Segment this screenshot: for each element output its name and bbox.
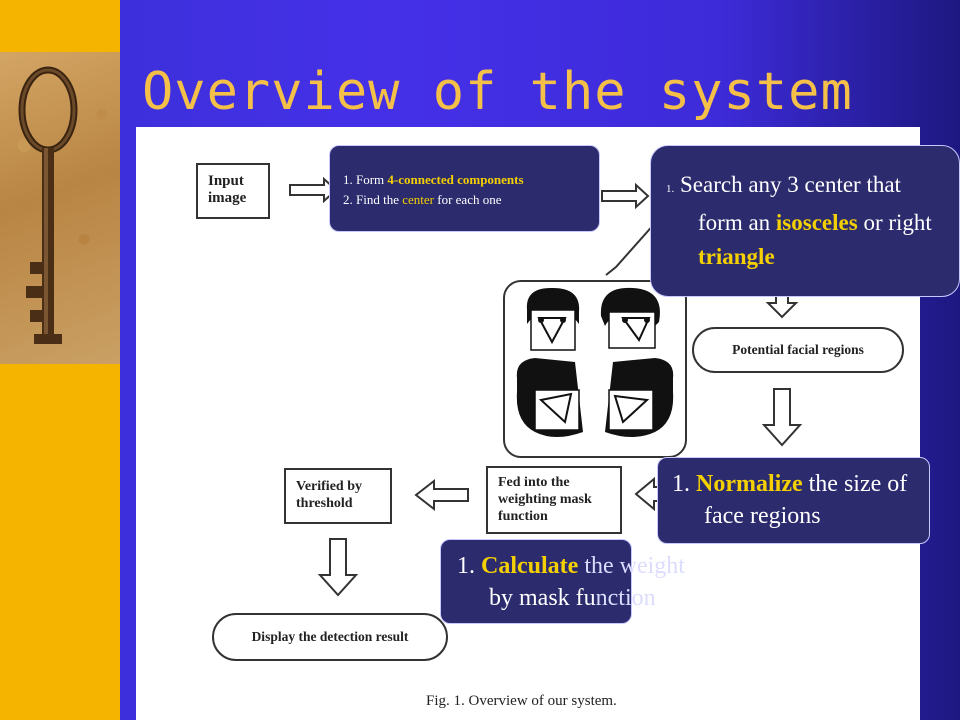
callout-normalize: 1. Normalize the size of face regions	[657, 457, 930, 544]
face-sample-1	[526, 287, 580, 351]
callout-text: for each one	[437, 192, 502, 207]
highlight-triangle: triangle	[698, 244, 775, 269]
callout-text: face regions	[704, 503, 821, 529]
face-sample-3	[516, 358, 583, 437]
display-result-label: Display the detection result	[251, 629, 409, 644]
input-image-label-1: Input	[208, 173, 244, 189]
arrow-down-icon	[317, 538, 359, 597]
callout-text: the size of	[808, 471, 908, 497]
input-image-label-2: image	[208, 190, 247, 206]
arrow-right-icon	[601, 182, 650, 210]
highlight-calculate: Calculate	[481, 553, 579, 579]
potential-facial-regions-box: Potential facial regions	[692, 327, 904, 373]
potential-facial-regions-label: Potential facial regions	[732, 342, 864, 357]
highlight-isosceles: isosceles	[775, 210, 858, 235]
callout-text: nction	[595, 585, 656, 611]
callout-text: or right	[863, 210, 932, 235]
face-samples-image	[516, 287, 674, 437]
list-number: 1.	[457, 553, 475, 579]
arrow-left-icon	[414, 478, 469, 512]
callout-search-line-2: form an isosceles or right	[666, 206, 959, 240]
callout-search-line-1: 1. Search any 3 center that	[666, 168, 959, 206]
callout-search-line-3: triangle	[666, 240, 959, 274]
weighting-mask-label-3: function	[498, 509, 548, 524]
callout-find-line: 2. Find the center for each one	[343, 190, 599, 210]
callout-text: Search any 3 center that	[680, 172, 901, 197]
key-photo	[0, 52, 120, 364]
verified-threshold-box: Verified by threshold	[284, 468, 392, 524]
verified-label-2: threshold	[296, 496, 353, 511]
figure-caption: Fig. 1. Overview of our system.	[426, 693, 617, 709]
input-image-box: Input image	[196, 163, 270, 219]
callout-text: form an	[698, 210, 771, 235]
figure-arrows	[289, 176, 803, 597]
callout-calculate-line-1: 1. Calculate the weight	[457, 550, 685, 582]
weighting-mask-box: Fed into the weighting mask function	[486, 466, 622, 534]
face-sample-2	[600, 287, 660, 349]
callout-text: by mask fu	[489, 585, 596, 611]
list-number: 1.	[672, 471, 690, 497]
list-number: 2.	[343, 192, 353, 207]
list-number: 1.	[343, 172, 353, 187]
callout-text: Find the	[356, 192, 399, 207]
highlight-center: center	[402, 192, 434, 207]
callout-form-line: 1. Form 4-connected components	[343, 170, 599, 190]
highlight-four-connected: 4-connected components	[387, 172, 524, 187]
callout-calculate: 1. Calculate the weight by mask function	[440, 539, 685, 624]
callout-normalize-line-2: face regions	[672, 500, 929, 532]
callout-search-triangle: 1. Search any 3 center that form an isos…	[650, 145, 960, 297]
face-samples-frame	[503, 280, 687, 458]
callout-text: the weight	[584, 553, 685, 579]
weighting-mask-label-2: weighting mask	[498, 492, 592, 507]
key-icon	[18, 66, 78, 344]
callout-normalize-line-1: 1. Normalize the size of	[672, 468, 929, 500]
display-result-box: Display the detection result	[212, 613, 448, 661]
slide-title: Overview of the system	[142, 62, 853, 122]
arrow-down-icon	[765, 294, 799, 319]
callout-form-components: 1. Form 4-connected components 2. Find t…	[329, 145, 600, 232]
verified-label-1: Verified by	[296, 479, 362, 494]
list-number: 1.	[666, 183, 675, 195]
callout-text: Form	[356, 172, 385, 187]
highlight-normalize: Normalize	[696, 471, 803, 497]
face-sample-4	[605, 358, 674, 437]
weighting-mask-label-1: Fed into the	[498, 475, 570, 490]
arrow-down-icon	[761, 388, 803, 447]
callout-calculate-line-2: by mask function	[457, 582, 656, 614]
